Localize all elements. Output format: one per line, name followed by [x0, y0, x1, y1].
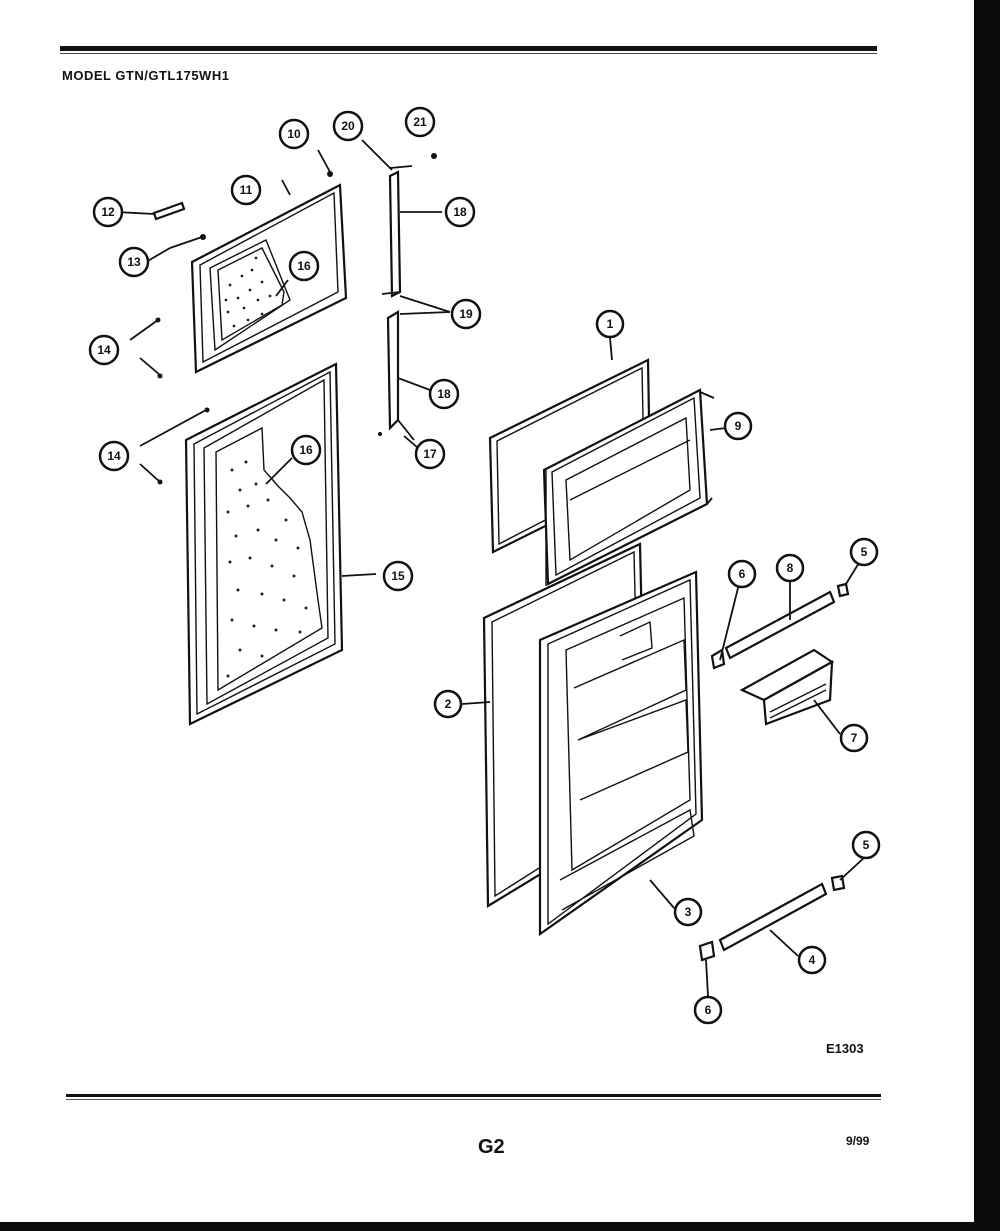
small-hardware [129, 149, 333, 485]
callout-14b: 14 [98, 440, 130, 472]
svg-text:15: 15 [391, 569, 405, 583]
svg-text:5: 5 [863, 838, 870, 852]
callout-4: 4 [797, 945, 827, 975]
callout-16b: 16 [290, 434, 322, 466]
svg-text:6: 6 [739, 567, 746, 581]
svg-text:18: 18 [453, 205, 467, 219]
diagram-code: E1303 [826, 1041, 864, 1056]
footer-rule-thin [66, 1099, 881, 1100]
callout-18b: 18 [428, 378, 460, 410]
svg-text:12: 12 [101, 205, 115, 219]
callout-17: 17 [414, 438, 446, 470]
svg-text:5: 5 [861, 545, 868, 559]
callout-9: 9 [723, 411, 753, 441]
svg-text:16: 16 [297, 259, 311, 273]
callout-16a: 16 [288, 250, 320, 282]
callout-3: 3 [673, 897, 703, 927]
door-handles [378, 153, 437, 441]
svg-text:18: 18 [437, 387, 451, 401]
shelf-rail-upper [710, 582, 850, 670]
callout-6b: 6 [693, 995, 723, 1025]
callout-20: 20 [332, 110, 364, 142]
callout-18a: 18 [444, 196, 476, 228]
freezer-door-liner [190, 183, 348, 374]
freezer-door-inner [542, 388, 715, 586]
svg-text:20: 20 [341, 119, 355, 133]
callout-12: 12 [92, 196, 124, 228]
fresh-food-door-inner [538, 570, 704, 937]
svg-text:6: 6 [705, 1003, 712, 1017]
fresh-food-insulation [215, 426, 323, 692]
callout-14a: 14 [88, 334, 120, 366]
fresh-food-door-liner [184, 362, 344, 726]
svg-text:21: 21 [413, 115, 427, 129]
callout-7: 7 [839, 723, 869, 753]
callout-5a: 5 [849, 537, 879, 567]
svg-text:14: 14 [107, 449, 121, 463]
date-code: 9/99 [846, 1134, 870, 1148]
svg-text:14: 14 [97, 343, 111, 357]
svg-text:3: 3 [685, 905, 692, 919]
dairy-bin [739, 648, 835, 726]
header-rule [60, 46, 877, 51]
page-number: G2 [478, 1136, 505, 1158]
model-title: MODEL GTN/GTL175WH1 [62, 68, 230, 83]
callout-15: 15 [382, 560, 414, 592]
svg-text:16: 16 [299, 443, 313, 457]
svg-text:11: 11 [240, 183, 253, 197]
svg-text:7: 7 [851, 731, 858, 745]
callout-5b: 5 [851, 830, 881, 860]
callout-8: 8 [775, 553, 805, 583]
svg-text:4: 4 [809, 953, 816, 967]
callout-1: 1 [595, 309, 625, 339]
svg-text:9: 9 [735, 419, 742, 433]
svg-text:13: 13 [127, 255, 141, 269]
callout-10: 10 [278, 118, 310, 150]
callout-11: 11 [230, 174, 262, 206]
svg-text:8: 8 [787, 561, 794, 575]
scan-border-bottom [0, 1222, 1000, 1231]
header-rule-thin [60, 53, 877, 54]
svg-text:17: 17 [423, 447, 437, 461]
callout-19: 19 [450, 298, 482, 330]
callout-6a: 6 [727, 559, 757, 589]
callout-2: 2 [433, 689, 463, 719]
footer-rule [66, 1094, 881, 1097]
leader-lines [115, 139, 867, 997]
svg-text:2: 2 [445, 697, 452, 711]
scan-border-right [974, 0, 1000, 1231]
callout-21: 21 [404, 106, 436, 138]
freezer-insulation [217, 247, 285, 342]
svg-text:1: 1 [607, 317, 614, 331]
svg-text:10: 10 [287, 127, 301, 141]
svg-text:19: 19 [459, 307, 473, 321]
shelf-rail-lower [698, 874, 846, 962]
callout-13: 13 [118, 246, 150, 278]
